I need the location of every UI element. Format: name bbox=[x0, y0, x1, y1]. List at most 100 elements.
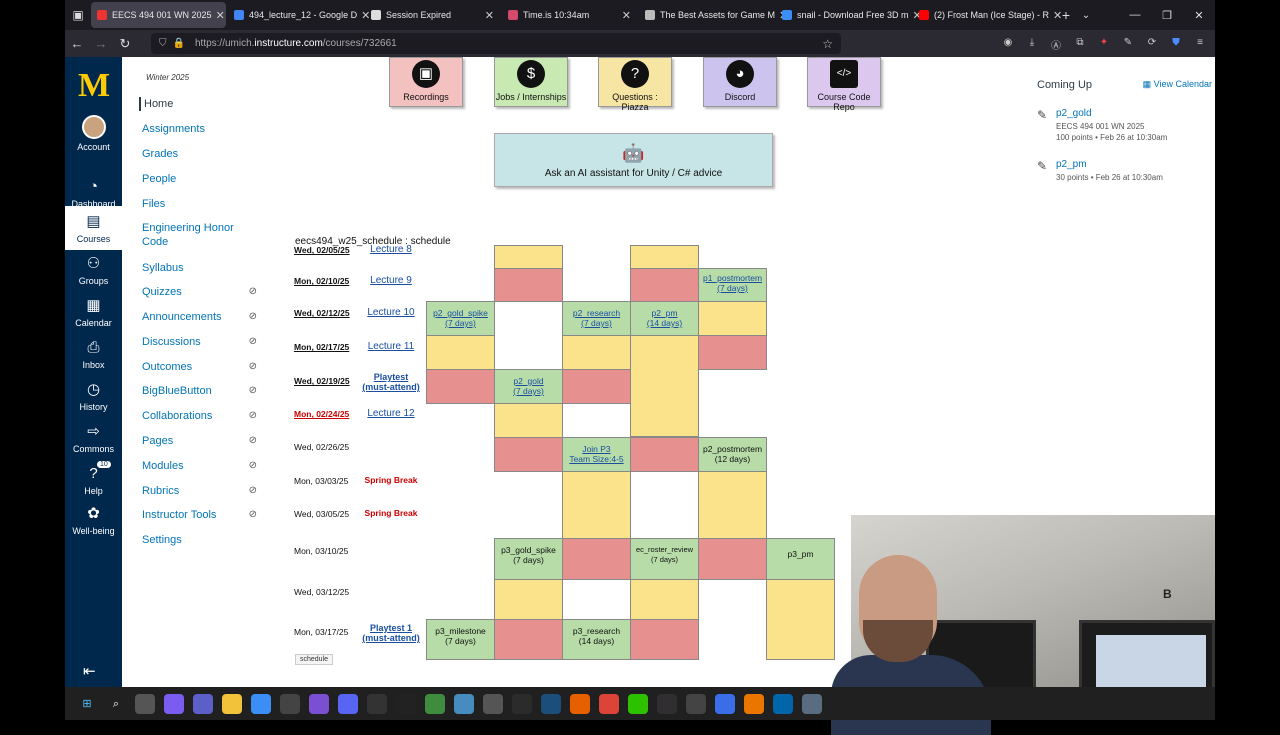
chevron-down-icon[interactable]: ⌄ bbox=[1081, 9, 1091, 21]
sheet-tab-schedule[interactable]: schedule bbox=[295, 654, 334, 665]
back-icon[interactable]: ← bbox=[70, 36, 84, 51]
global-nav-dashboard[interactable]: ◔Dashboard bbox=[65, 177, 122, 209]
course-nav-assignments[interactable]: Assignments bbox=[142, 122, 257, 136]
discord-icon[interactable] bbox=[338, 693, 358, 714]
clock-icon[interactable] bbox=[686, 693, 706, 714]
coming-up-name[interactable]: p2_gold bbox=[1056, 108, 1092, 119]
task-cell-p2-research[interactable]: p2_research(7 days) bbox=[562, 301, 631, 336]
tab-list-icon[interactable]: ▣ bbox=[72, 8, 84, 22]
lecture-link[interactable]: Playtest 1 (must-attend) bbox=[362, 623, 420, 643]
global-nav-courses[interactable]: ▤Courses bbox=[65, 206, 122, 250]
tile-course-code-repo[interactable]: </>Course Code Repo bbox=[807, 57, 881, 112]
file-explorer-icon[interactable] bbox=[222, 693, 242, 714]
course-nav-rubrics[interactable]: Rubrics⊘ bbox=[142, 484, 257, 498]
vscode-icon[interactable] bbox=[773, 693, 793, 714]
visual-studio-icon[interactable] bbox=[309, 693, 329, 714]
course-nav-files[interactable]: Files bbox=[142, 197, 257, 211]
course-nav-grades[interactable]: Grades bbox=[142, 147, 257, 161]
restore-icon[interactable]: ❐ bbox=[1162, 9, 1172, 22]
course-nav-discussions[interactable]: Discussions⊘ bbox=[142, 335, 257, 349]
lecture-link[interactable]: Lecture 9 bbox=[370, 275, 412, 286]
umich-logo[interactable]: M bbox=[77, 67, 111, 104]
course-nav-announcements[interactable]: Announcements⊘ bbox=[142, 310, 257, 324]
store-icon[interactable] bbox=[251, 693, 271, 714]
blender-icon[interactable] bbox=[744, 693, 764, 714]
settings-icon[interactable] bbox=[802, 693, 822, 714]
task-cell-p1-postmortem[interactable]: p1_postmortem(7 days) bbox=[698, 268, 767, 302]
tile-jobs-internships[interactable]: $Jobs / Internships bbox=[494, 57, 568, 107]
bookmark-star-icon[interactable]: ☆ bbox=[822, 36, 833, 51]
unity-icon[interactable] bbox=[280, 693, 300, 714]
copilot-icon[interactable] bbox=[164, 693, 184, 714]
task-view-icon[interactable] bbox=[135, 693, 155, 714]
wechat-icon[interactable] bbox=[628, 693, 648, 714]
lecture-link[interactable]: Playtest (must-attend) bbox=[362, 372, 420, 392]
browser-tab[interactable]: EECS 494 001 WN 2025✕ bbox=[91, 2, 226, 28]
firefox-icon[interactable] bbox=[570, 693, 590, 714]
close-tab-icon[interactable]: ✕ bbox=[215, 9, 225, 22]
course-nav-pages[interactable]: Pages⊘ bbox=[142, 434, 257, 448]
teams-icon[interactable] bbox=[193, 693, 213, 714]
course-nav-engineering-honor-code[interactable]: Engineering Honor Code bbox=[142, 221, 257, 249]
course-nav-people[interactable]: People bbox=[142, 172, 257, 186]
view-calendar-link[interactable]: ▦ View Calendar bbox=[1142, 79, 1212, 89]
global-nav-history[interactable]: ◷History bbox=[65, 380, 122, 412]
minimize-icon[interactable]: — bbox=[1129, 8, 1141, 21]
coming-up-name[interactable]: p2_pm bbox=[1056, 159, 1087, 170]
ai-assistant-button[interactable]: 🤖 Ask an AI assistant for Unity / C# adv… bbox=[494, 133, 773, 187]
fork-icon[interactable] bbox=[715, 693, 735, 714]
course-nav-syllabus[interactable]: Syllabus bbox=[142, 261, 257, 275]
close-tab-icon[interactable]: ✕ bbox=[1053, 9, 1063, 22]
task-cell-p3-pm[interactable]: p3_pm bbox=[766, 538, 835, 580]
course-nav-collaborations[interactable]: Collaborations⊘ bbox=[142, 409, 257, 423]
chrome-icon[interactable] bbox=[599, 693, 619, 714]
download-icon[interactable]: ⤓ bbox=[1029, 36, 1035, 48]
sync-icon[interactable]: ⟳ bbox=[1147, 36, 1157, 48]
epic-games-icon[interactable] bbox=[512, 693, 532, 714]
lecture-link[interactable]: Lecture 8 bbox=[370, 244, 412, 255]
browser-tab[interactable]: Time.is 10:34am✕ bbox=[502, 2, 637, 28]
browser-tab[interactable]: Session Expired✕ bbox=[365, 2, 500, 28]
lecture-link[interactable]: Lecture 10 bbox=[367, 307, 415, 318]
close-tab-icon[interactable]: ✕ bbox=[361, 9, 371, 22]
search-icon[interactable]: ⌕ bbox=[112, 697, 120, 710]
pocket-icon[interactable]: ◉ bbox=[1003, 36, 1013, 48]
obs-icon[interactable] bbox=[657, 693, 677, 714]
lecture-link[interactable]: Lecture 12 bbox=[367, 408, 415, 419]
tile-questions-piazza[interactable]: ?Questions : Piazza bbox=[598, 57, 672, 112]
terminal-icon[interactable] bbox=[367, 693, 387, 714]
course-nav-bigbluebutton[interactable]: BigBlueButton⊘ bbox=[142, 384, 257, 398]
task-cell-p3-research[interactable]: p3_research(14 days) bbox=[562, 619, 631, 660]
task-cell-p3-milestone[interactable]: p3_milestone(7 days) bbox=[426, 619, 495, 660]
lecture-link[interactable]: Lecture 11 bbox=[367, 341, 415, 352]
task-cell-p2-gold-spike[interactable]: p2_gold_spike(7 days) bbox=[426, 301, 495, 336]
tile-recordings[interactable]: ▣Recordings bbox=[389, 57, 463, 107]
unity-hub-icon[interactable] bbox=[483, 693, 503, 714]
tile-discord[interactable]: ◕Discord bbox=[703, 57, 777, 107]
task-cell-p2-pm[interactable]: p2_pm(14 days) bbox=[630, 301, 699, 336]
steam-icon[interactable] bbox=[541, 693, 561, 714]
reload-icon[interactable]: ↻ bbox=[119, 35, 131, 51]
bitwarden-icon[interactable]: ⛊ bbox=[1172, 36, 1180, 48]
forward-icon[interactable]: → bbox=[94, 36, 108, 51]
global-nav-calendar[interactable]: ▦Calendar bbox=[65, 296, 122, 328]
github-icon[interactable] bbox=[396, 693, 416, 714]
course-nav-instructor-tools[interactable]: Instructor Tools⊘ bbox=[142, 508, 257, 522]
course-nav-settings[interactable]: Settings bbox=[142, 533, 257, 547]
browser-tab[interactable]: (2) Frost Man (Ice Stage) - R✕ bbox=[913, 2, 1062, 28]
browser-tab[interactable]: 494_lecture_12 - Google D✕ bbox=[228, 2, 370, 28]
close-tab-icon[interactable]: ✕ bbox=[621, 9, 631, 22]
task-cell-p2-postmortem[interactable]: p2_postmortem(12 days) bbox=[698, 437, 767, 472]
close-window-icon[interactable]: ✕ bbox=[1194, 9, 1204, 22]
menu-icon[interactable]: ≡ bbox=[1197, 36, 1203, 48]
extensions-icon[interactable]: ⧉ bbox=[1076, 36, 1084, 48]
global-nav-account[interactable]: Account bbox=[65, 115, 122, 152]
task-cell-ec-roster-review[interactable]: ec_roster_review(7 days) bbox=[630, 538, 699, 580]
global-nav-inbox[interactable]: ⎙Inbox bbox=[65, 338, 122, 370]
task-cell-p3-gold-spike[interactable]: p3_gold_spike(7 days) bbox=[494, 538, 563, 580]
account-icon[interactable]: Ⓐ bbox=[1051, 40, 1061, 52]
browser-tab[interactable]: The Best Assets for Game M✕ bbox=[639, 2, 788, 28]
task-cell-p2-gold[interactable]: p2_gold(7 days) bbox=[494, 369, 563, 404]
